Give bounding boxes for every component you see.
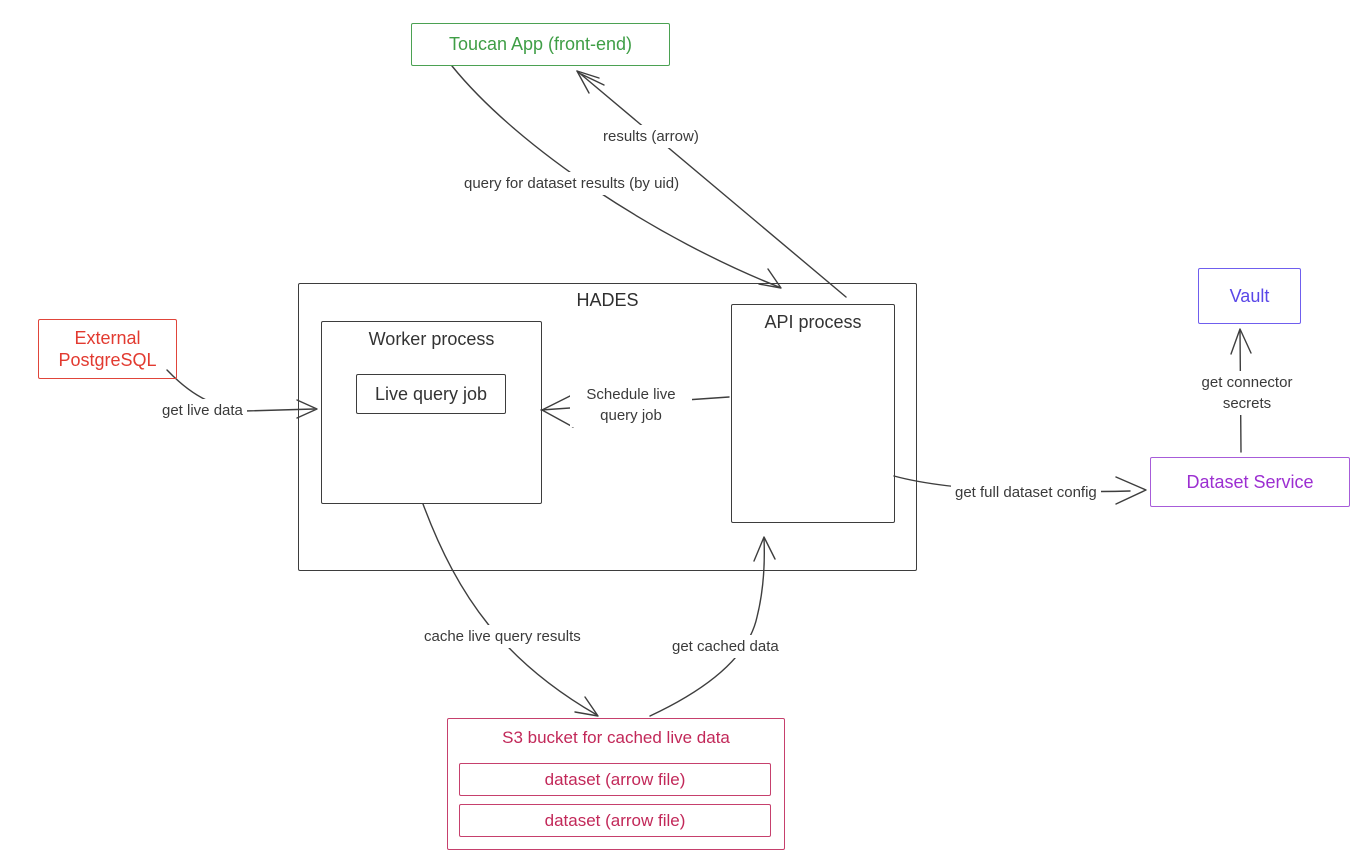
edge-label-get-live-data: get live data [158,399,247,422]
live-query-job-label: Live query job [374,383,488,404]
arrow-get-live-data2 [244,408,315,412]
arrow-query-to-api-head [758,268,782,289]
arrow-results-to-toucan-head2 [580,73,605,86]
s3-dataset-file-2-label: dataset (arrow file) [544,810,686,830]
node-external-postgresql[interactable]: External PostgreSQL [38,319,177,379]
worker-process-label: Worker process [368,329,495,349]
node-api-process[interactable]: API process [731,304,895,523]
node-live-query-job[interactable]: Live query job [356,374,506,414]
s3-bucket-label: S3 bucket for cached live data [502,728,730,747]
arrow-results-to-toucan-head [576,70,600,94]
arrow-cache-results [422,503,598,716]
s3-dataset-file-1-label: dataset (arrow file) [544,769,686,789]
node-worker-process[interactable]: Worker process [321,321,542,504]
arrow-get-config-head [1115,476,1147,505]
container-hades[interactable]: HADES [298,283,917,571]
node-vault[interactable]: Vault [1198,268,1301,324]
arrow-get-cached-data-head [753,536,776,562]
node-toucan-app[interactable]: Toucan App (front-end) [411,23,670,66]
arrow-results-to-toucan [576,70,847,298]
hades-label: HADES [576,290,639,310]
edge-label-query-for-dataset-results: query for dataset results (by uid) [460,172,684,195]
external-postgresql-label: External PostgreSQL [58,327,157,371]
arrow-cache-results-head [574,696,599,717]
vault-label: Vault [1229,285,1270,306]
edge-label-get-connector-secrets: get connector secrets [1189,371,1305,415]
edge-label-results-arrow: results (arrow) [599,125,703,148]
edge-label-get-cached-data: get cached data [668,635,783,658]
node-dataset-service[interactable]: Dataset Service [1150,457,1350,507]
node-s3-bucket[interactable]: S3 bucket for cached live data dataset (… [447,718,785,850]
arrow-get-secrets-head [1230,328,1252,355]
edge-label-get-full-dataset-config: get full dataset config [951,481,1101,504]
dataset-service-label: Dataset Service [1186,471,1314,492]
arrow-get-live-data-head [296,399,318,419]
toucan-app-label: Toucan App (front-end) [448,34,633,55]
s3-dataset-file-1[interactable]: dataset (arrow file) [459,763,771,796]
arrow-get-cached-data [649,537,766,717]
edge-label-cache-live-query-results: cache live query results [420,625,585,648]
api-process-label: API process [764,312,862,332]
arrow-schedule-job-head [541,394,574,428]
s3-dataset-file-2[interactable]: dataset (arrow file) [459,804,771,837]
edge-label-schedule-live-query-job: Schedule live query job [570,383,692,427]
